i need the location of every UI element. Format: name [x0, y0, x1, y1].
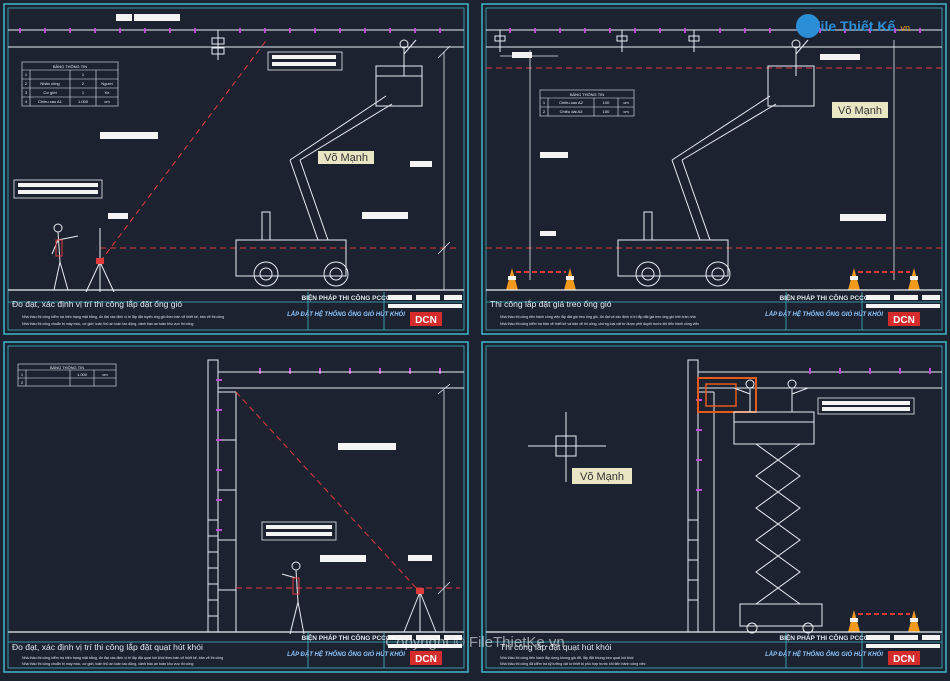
panel-3-title-bottom: LẮP ĐẶT HỆ THỐNG ỐNG GIÓ HÚT KHÓI: [287, 650, 405, 658]
brand-text: DCN: [415, 315, 437, 326]
panel-2-caption: Thi công lắp đặt giá treo ống gió: [490, 299, 612, 309]
table-cell: 1: [543, 100, 546, 105]
brand-text: DCN: [893, 654, 915, 665]
table-cell: Chiều dài A3: [560, 109, 583, 114]
panel-3-note: Nhà thầu thi công chuẩn bị máy móc, cơ g…: [22, 662, 193, 666]
brand-logo: [410, 312, 442, 326]
table-cell: 1: [82, 72, 85, 77]
table-cell: Xe: [105, 90, 111, 95]
panel-1-caption: Đo đạt, xác định vị trí thi công lắp đặt…: [12, 299, 182, 309]
tripod-icon: [403, 588, 437, 633]
table-cell: Chiều cao A2: [559, 100, 584, 105]
panel-1: BẢNG THÔNG TIN 1 1 2 Nhân công 2 Người 3…: [3, 3, 469, 335]
table-cell: 1: [21, 372, 24, 377]
table-cell: Nhân công: [40, 81, 59, 86]
tripod-icon: [85, 228, 115, 293]
label-boxes: [13, 51, 432, 219]
panel-3-title-top: BIỆN PHÁP THI CÔNG PCCC: [301, 633, 390, 642]
signature-stamp: [572, 468, 632, 484]
panel-1-title-top: BIỆN PHÁP THI CÔNG PCCC: [301, 293, 390, 302]
table-cell: 1.000: [78, 99, 89, 104]
panel-2-note: Nhà thầu thi công tiến hành công việc lắ…: [500, 314, 696, 319]
table-cell: cm: [104, 99, 110, 104]
table-cell: 2: [21, 380, 24, 385]
traffic-cone-icon: [506, 268, 920, 290]
brand-logo: [888, 651, 920, 665]
table-cell: cm: [623, 100, 629, 105]
site-logo-text: File Thiết Kế: [812, 18, 895, 34]
table-cell: 2: [543, 109, 546, 114]
table-cell: 1.000: [77, 372, 88, 377]
site-logo: File Thiết Kế .vn: [796, 14, 910, 38]
table-cell: Cơ giới: [43, 90, 56, 95]
panel-4-note: Nhà thầu thi công tiến hành lắp dựng khu…: [500, 655, 634, 660]
info-table-3: [17, 363, 117, 387]
info-table-3-header: BẢNG THÔNG TIN: [50, 365, 84, 370]
signature-stamp: [318, 151, 374, 164]
table-cell: 1: [82, 90, 85, 95]
crosshair-icon: [528, 412, 606, 482]
panel-1-note: Nhà thầu thi công chuẩn bị máy móc, cơ g…: [22, 322, 193, 326]
panel-3-caption: Đo đạt, xác định vị trí thi công lắp đặt…: [12, 642, 203, 652]
panel-4-caption: Thi công lắp đặt quạt hút khói: [500, 642, 612, 652]
signature-text: Võ Mạnh: [580, 471, 624, 483]
panel-2-note: Nhà thầu thi công kiểm tra bản vẽ thiết …: [500, 322, 699, 326]
brand-logo: [888, 312, 920, 326]
table-cell: 4: [25, 99, 28, 104]
panel-1-note: Nhà thầu thi công kiểm tra hiện trạng mặ…: [22, 314, 224, 319]
panel-2: BẢNG THÔNG TIN 1 Chiều cao A2 100 cm 2 C…: [481, 3, 947, 335]
table-cell: 2: [25, 81, 28, 86]
panel-4-title-bottom: LẮP ĐẶT HỆ THỐNG ỐNG GIÓ HÚT KHÓI: [765, 650, 883, 658]
info-table-1: [21, 61, 119, 107]
info-table-1-header: BẢNG THÔNG TIN: [53, 64, 87, 69]
worker-icon: [281, 561, 305, 635]
panel-2-title-bottom: LẮP ĐẶT HỆ THỐNG ỐNG GIÓ HÚT KHÓI: [765, 310, 883, 318]
panel-4-note: Nhà thầu thi công đã kiểm tra kỹ lưỡng v…: [500, 662, 646, 666]
copyright-watermark: Copyright © FileThietKe.vn: [385, 634, 564, 651]
scissor-lift-icon: [733, 379, 823, 634]
table-cell: 150: [603, 109, 610, 114]
boom-lift-icon: [617, 39, 815, 287]
panel-4-title-top: BIỆN PHÁP THI CÔNG PCCC: [779, 633, 868, 642]
brand-text: DCN: [415, 654, 437, 665]
signature-text: Võ Mạnh: [324, 152, 368, 164]
panel-2-title-top: BIỆN PHÁP THI CÔNG PCCC: [779, 293, 868, 302]
brand-logo: [410, 651, 442, 665]
boom-lift-icon: [235, 39, 423, 287]
brand-text: DCN: [893, 315, 915, 326]
table-cell: 100: [603, 100, 610, 105]
table-cell: 3: [25, 90, 28, 95]
table-cell: cm: [102, 372, 108, 377]
signature-text: Võ Mạnh: [838, 105, 882, 117]
panel-1-title-bottom: LẮP ĐẶT HỆ THỐNG ỐNG GIÓ HÚT KHÓI: [287, 310, 405, 318]
hanger-icon: [494, 30, 700, 52]
exhaust-fan-frame: [697, 377, 757, 413]
hanger-icon: [211, 30, 225, 60]
table-cell: 2: [82, 81, 85, 86]
table-cell: 1: [25, 72, 28, 77]
worker-icon: [51, 223, 79, 291]
table-cell: Người: [101, 81, 112, 86]
info-table-2-header: BẢNG THÔNG TIN: [570, 92, 604, 97]
info-table-2: [539, 89, 635, 117]
table-cell: cm: [623, 109, 629, 114]
panel-3-note: Nhà thầu thi công kiểm tra hiện trạng mặ…: [22, 655, 223, 660]
site-logo-suffix: .vn: [898, 23, 910, 33]
table-cell: Chiều cao A1: [38, 99, 63, 104]
panel-4: Võ Mạnh Thi công lắp đặt quạt hút khói N…: [481, 341, 947, 673]
traffic-cone-icon: [848, 610, 920, 632]
signature-stamp: [832, 102, 888, 118]
panel-3: BẢNG THÔNG TIN 1 1.000 cm 2: [3, 341, 469, 673]
